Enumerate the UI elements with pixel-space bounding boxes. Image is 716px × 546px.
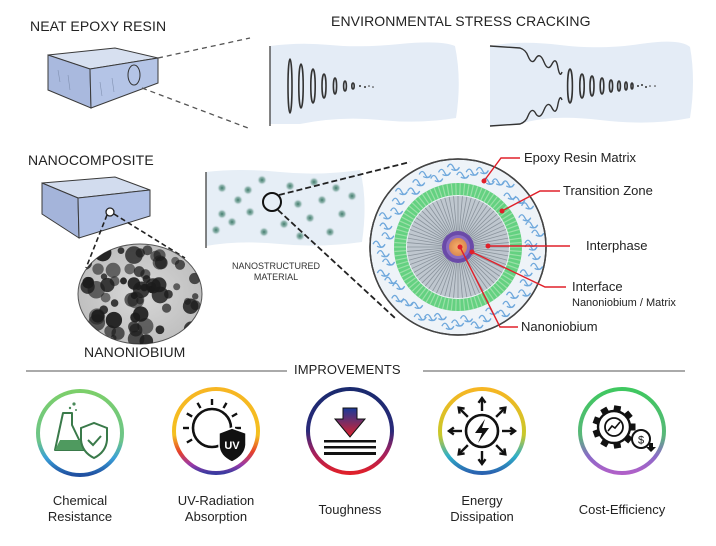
improvement-label-line1: Energy xyxy=(461,493,503,508)
nanoniobium-sem-image xyxy=(77,243,203,345)
zoom-lines-particle xyxy=(277,161,411,319)
improvement-label-line1: Cost-Efficiency xyxy=(578,502,666,517)
crack-panel-left xyxy=(269,42,459,126)
stress-cracking-title: ENVIRONMENTAL STRESS CRACKING xyxy=(331,13,591,29)
improvement-label-line2: Dissipation xyxy=(450,509,514,524)
nanocomposite-block xyxy=(41,176,151,239)
gear-cost-icon: $ xyxy=(578,387,666,475)
nanostructured-label: NANOSTRUCTURED MATERIAL xyxy=(226,261,326,283)
improvement-cost-efficiency: Cost-Efficiency xyxy=(567,502,677,518)
improvement-label-line1: UV-Radiation xyxy=(177,493,255,508)
nanoparticle-dot xyxy=(295,231,305,241)
nanoparticle-dot xyxy=(227,217,237,227)
crack-panel-right xyxy=(489,41,693,127)
nanoparticle-dot xyxy=(325,227,335,237)
zoom-lines-nanoniobium xyxy=(85,213,186,269)
nanoparticle-dot xyxy=(309,177,319,187)
nanoparticle-dot xyxy=(347,191,357,201)
nanostructured-panel xyxy=(205,170,365,248)
improvement-uv-absorption: UV-Radiation Absorption xyxy=(161,493,271,525)
improvement-label-line1: Toughness xyxy=(318,502,382,517)
nanoparticle-dot xyxy=(279,219,289,229)
neat-epoxy-block xyxy=(47,47,159,109)
callout-transition-zone: Transition Zone xyxy=(563,183,653,198)
nanoparticle-dot xyxy=(211,225,221,235)
improvement-label-line2: Resistance xyxy=(47,509,113,524)
nanoparticle-dot xyxy=(337,209,347,219)
nanoparticle-dot xyxy=(243,185,253,195)
callout-interphase: Interphase xyxy=(586,238,648,253)
improvement-label-line2: Absorption xyxy=(184,509,248,524)
energy-burst-icon xyxy=(438,387,526,475)
sun-uv-shield-icon: UV xyxy=(172,387,260,475)
nanoparticle-dot xyxy=(217,209,227,219)
improvement-energy-dissipation: Energy Dissipation xyxy=(427,493,537,525)
nanoparticle-dot xyxy=(305,213,315,223)
nanoparticle-dot xyxy=(257,175,267,185)
nanocomposite-title: NANOCOMPOSITE xyxy=(28,152,154,168)
nanoniobium-title: NANONIOBIUM xyxy=(84,344,186,360)
flask-shield-icon xyxy=(36,389,124,477)
nanostructured-line2: MATERIAL xyxy=(253,272,299,282)
nanoparticle-dot xyxy=(285,181,295,191)
nanoparticle-dot xyxy=(331,183,341,193)
zoom-lines-top xyxy=(141,37,251,129)
nanoparticle-dot xyxy=(245,207,255,217)
nanoparticle-dot xyxy=(259,227,269,237)
nanoparticle-dot xyxy=(293,199,303,209)
nanostructured-line1: NANOSTRUCTURED xyxy=(231,261,320,271)
improvement-chemical-resistance: Chemical Resistance xyxy=(25,493,135,525)
neat-epoxy-title: NEAT EPOXY RESIN xyxy=(30,18,167,34)
callout-dots xyxy=(457,178,505,255)
improvement-toughness: Toughness xyxy=(295,502,405,518)
nanoparticle-dot xyxy=(233,195,243,205)
callout-epoxy-matrix: Epoxy Resin Matrix xyxy=(524,150,636,165)
callout-nanoniobium: Nanoniobium xyxy=(521,319,598,334)
impact-arrow-icon xyxy=(306,387,394,475)
svg-text:$: $ xyxy=(638,435,644,447)
improvement-label-line1: Chemical xyxy=(52,493,108,508)
nanoparticle-dot xyxy=(217,183,227,193)
svg-text:UV: UV xyxy=(224,440,240,452)
callout-interface-sub: Nanoniobium / Matrix xyxy=(572,297,676,309)
nanoparticle-dot xyxy=(317,195,327,205)
improvements-title: IMPROVEMENTS xyxy=(294,362,401,377)
callout-interface: Interface xyxy=(572,279,623,294)
callout-lines xyxy=(459,157,570,328)
